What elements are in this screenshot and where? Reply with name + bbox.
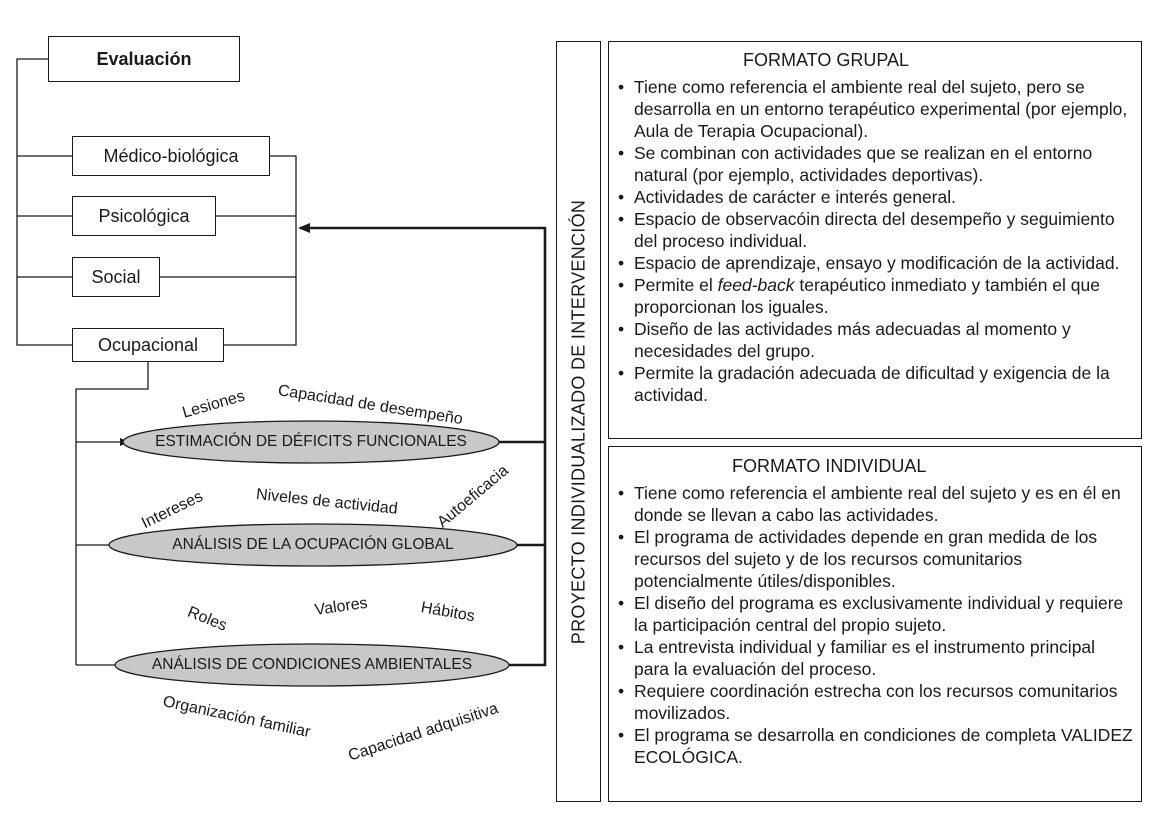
list-item: Permite el feed-back terapéutico inmedia… bbox=[618, 274, 1133, 318]
evaluacion-box: Evaluación bbox=[48, 36, 240, 82]
grupal-list: Tiene como referencia el ambiente real d… bbox=[618, 76, 1133, 406]
bracket-categorias bbox=[224, 155, 297, 346]
panel-formato-individual: FORMATO INDIVIDUAL Tiene como referencia… bbox=[608, 446, 1142, 802]
list-item: El programa de actividades depende en gr… bbox=[618, 526, 1133, 592]
list-item: La entrevista individual y familiar es e… bbox=[618, 636, 1133, 680]
category-label: Social bbox=[91, 266, 141, 287]
list-item: Espacio de aprendizaje, ensayo y modific… bbox=[618, 252, 1133, 274]
grupal-title: FORMATO GRUPAL bbox=[743, 50, 910, 70]
individual-list: Tiene como referencia el ambiente real d… bbox=[618, 482, 1133, 768]
category-ocupacional: Ocupacional bbox=[72, 328, 224, 362]
panel-formato-grupal: FORMATO GRUPAL Tiene como referencia el … bbox=[608, 41, 1142, 439]
list-item: El programa se desarrolla en condiciones… bbox=[618, 724, 1133, 768]
list-item: Tiene como referencia el ambiente real d… bbox=[618, 482, 1133, 526]
list-item: Tiene como referencia el ambiente real d… bbox=[618, 76, 1133, 142]
feedback-italic: feed-back bbox=[717, 275, 795, 295]
ocupacional-branch bbox=[75, 362, 149, 665]
category-medico-biologica: Médico-biológica bbox=[72, 136, 270, 176]
ellipse-label-ambientales: ANÁLISIS DE CONDICIONES AMBIENTALES bbox=[151, 656, 473, 673]
feedback-before: Permite el bbox=[634, 275, 718, 295]
category-psicologica: Psicológica bbox=[72, 196, 216, 236]
category-label: Ocupacional bbox=[97, 334, 199, 355]
category-label: Psicológica bbox=[98, 205, 190, 226]
bracket-evaluacion bbox=[16, 58, 72, 346]
list-item: Espacio de observacóin directa del desem… bbox=[618, 208, 1133, 252]
proyecto-vertical-box: PROYECTO INDIVIDUALIZADO DE INTERVENCIÓN bbox=[556, 41, 601, 802]
feedback-line bbox=[298, 223, 547, 444]
list-item: Se combinan con actividades que se reali… bbox=[618, 142, 1133, 186]
list-item: Requiere coordinación estrecha con los r… bbox=[618, 680, 1133, 724]
list-item: El diseño del programa es exclusivamente… bbox=[618, 592, 1133, 636]
list-item: Diseño de las actividades más adecuadas … bbox=[618, 318, 1133, 362]
ellipse-label-ocupacion: ANÁLISIS DE LA OCUPACIÓN GLOBAL bbox=[172, 536, 454, 553]
proyecto-vertical-label: PROYECTO INDIVIDUALIZADO DE INTERVENCIÓN bbox=[568, 199, 588, 644]
individual-title: FORMATO INDIVIDUAL bbox=[732, 456, 927, 476]
feedback-after: terapéutico inmediato y también el que p… bbox=[634, 275, 1100, 317]
ellipse-label-deficits: ESTIMACIÓN DE DÉFICITS FUNCIONALES bbox=[155, 433, 467, 450]
category-label: Médico-biológica bbox=[103, 145, 239, 166]
list-item: Permite la gradación adecuada de dificul… bbox=[618, 362, 1133, 406]
evaluacion-label: Evaluación bbox=[96, 48, 192, 69]
category-social: Social bbox=[72, 257, 160, 297]
list-item: Actividades de carácter e interés genera… bbox=[618, 186, 1133, 208]
